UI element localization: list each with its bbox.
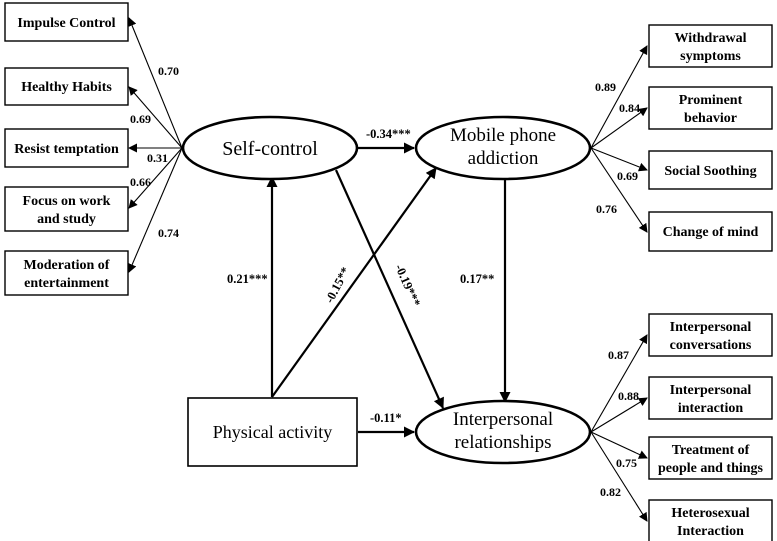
indicator-label-line1: Interpersonal	[670, 320, 752, 335]
arrow-ir-conversations	[590, 334, 648, 433]
coef-sc-to-ir: -0.19***	[392, 262, 423, 309]
loading-impulse-control: 0.70	[158, 64, 179, 78]
arrow-mpa-change-of-mind	[590, 147, 648, 233]
latent-label-line1: Mobile phone	[450, 125, 556, 146]
indicator-label: Healthy Habits	[21, 80, 112, 95]
coef-pa-to-sc: 0.21***	[227, 272, 268, 286]
observed-physical-activity: Physical activity	[187, 397, 358, 467]
loading-conversations: 0.87	[608, 348, 629, 362]
coef-mpa-to-ir: 0.17**	[460, 272, 494, 286]
loading-healthy-habits: 0.69	[130, 112, 151, 126]
sc-indicator-resist-temptation: Resist temptation	[4, 128, 129, 168]
indicator-label: Resist temptation	[14, 142, 119, 157]
indicator-label-line2: people and things	[658, 461, 764, 476]
coef-sc-to-mpa: -0.34***	[366, 127, 411, 141]
indicator-label-line2: conversations	[670, 338, 752, 353]
indicator-label-line1: Interpersonal	[670, 383, 752, 398]
coef-pa-to-ir: -0.11*	[370, 411, 402, 425]
path-sc-to-ir	[334, 169, 445, 409]
indicator-label-line1: Heterosexual	[671, 506, 749, 521]
arrow-mpa-social-soothing	[590, 147, 648, 172]
arrow-sc-impulse-control	[127, 17, 183, 149]
arrow-mpa-withdrawal	[590, 45, 648, 149]
observed-label: Physical activity	[213, 422, 332, 442]
indicator-label: Change of mind	[663, 225, 759, 240]
loading-withdrawal: 0.89	[595, 80, 616, 94]
indicator-label-line1: Focus on work	[23, 194, 111, 209]
latent-label-line2: addiction	[468, 148, 539, 169]
mpa-indicator-prominent: Prominent behavior	[648, 86, 773, 130]
arrow-sc-moderation	[128, 147, 183, 273]
sc-indicator-healthy-habits: Healthy Habits	[4, 67, 129, 106]
mpa-indicator-change-of-mind: Change of mind	[648, 211, 773, 252]
indicator-label-line2: interaction	[678, 401, 744, 416]
indicator-label-line2: and study	[37, 212, 96, 227]
latent-self-control: Self-control	[181, 115, 359, 181]
mpa-indicator-social-soothing: Social Soothing	[648, 150, 773, 190]
ir-indicator-interaction: Interpersonal interaction	[648, 376, 773, 420]
mpa-indicator-withdrawal: Withdrawal symptoms	[648, 24, 773, 68]
indicator-label-line2: Interaction	[677, 524, 744, 539]
loading-treatment: 0.75	[616, 456, 637, 470]
indicator-label-line2: behavior	[684, 111, 737, 126]
latent-label-line2: relationships	[454, 432, 551, 453]
latent-label: Self-control	[222, 138, 318, 160]
loading-heterosexual: 0.82	[600, 485, 621, 499]
latent-interpersonal-relationships: Interpersonal relationships	[414, 399, 592, 465]
arrow-ir-heterosexual	[590, 431, 648, 522]
loading-focus-work: 0.66	[130, 175, 151, 189]
loading-resist-temptation: 0.31	[147, 151, 168, 165]
indicator-label-line1: Withdrawal	[674, 31, 746, 46]
indicator-label: Impulse Control	[17, 16, 115, 31]
sc-indicator-impulse-control: Impulse Control	[4, 2, 129, 42]
path-pa-to-mpa	[271, 167, 437, 398]
coef-pa-to-mpa: -0.15**	[322, 265, 352, 306]
latent-label-line1: Interpersonal	[453, 409, 553, 430]
indicator-label-line2: symptoms	[680, 49, 741, 64]
ir-indicator-conversations: Interpersonal conversations	[648, 313, 773, 357]
arrow-ir-treatment	[590, 431, 648, 459]
loading-moderation: 0.74	[158, 226, 179, 240]
sc-indicator-focus-work-study: Focus on work and study	[4, 186, 129, 232]
indicator-label-line1: Prominent	[679, 93, 743, 108]
arrow-sc-healthy-habits	[128, 86, 183, 149]
ir-indicator-treatment: Treatment of people and things	[648, 436, 773, 480]
loading-prominent: 0.84	[619, 101, 640, 115]
indicator-label-line1: Moderation of	[24, 258, 110, 273]
arrow-ir-interaction	[590, 397, 648, 433]
sc-indicator-moderation-entertainment: Moderation of entertainment	[4, 250, 129, 296]
loading-interaction: 0.88	[618, 389, 639, 403]
loading-change-of-mind: 0.76	[596, 202, 617, 216]
arrow-mpa-prominent	[590, 107, 648, 149]
latent-mobile-phone-addiction: Mobile phone addiction	[414, 115, 592, 181]
loading-social-soothing: 0.69	[617, 169, 638, 183]
arrow-sc-focus-work	[128, 147, 183, 209]
indicator-label-line1: Treatment of	[672, 443, 750, 458]
ir-indicator-heterosexual: Heterosexual Interaction	[648, 499, 773, 541]
indicator-label: Social Soothing	[664, 164, 756, 179]
indicator-label-line2: entertainment	[24, 276, 109, 291]
